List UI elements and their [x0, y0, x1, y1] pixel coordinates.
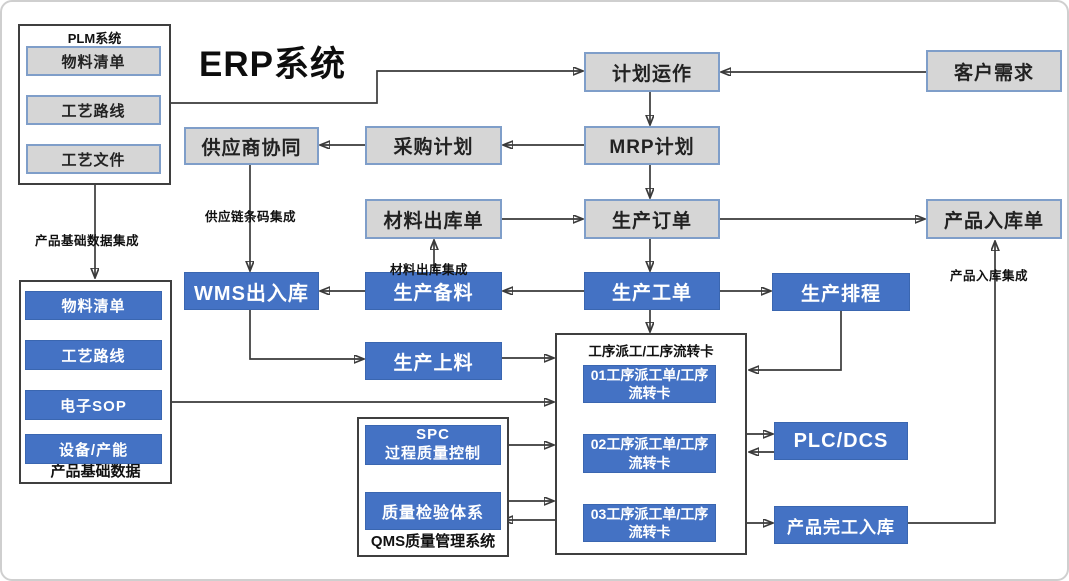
supplier-collab-box: 供应商协同	[184, 127, 319, 165]
connector-completion-to-receipt-note	[908, 242, 995, 524]
production-scheduling-box: 生产排程	[772, 273, 910, 311]
product-receipt-note-box: 产品入库单	[926, 199, 1062, 239]
product-completion-box: 产品完工入库	[774, 506, 908, 544]
production-loading-box: 生产上料	[365, 342, 502, 380]
product-receipt-integration-label: 产品入库集成	[950, 269, 1029, 283]
page-title: ERP系统	[199, 45, 346, 84]
connector-wms-to-loading	[249, 310, 363, 359]
dispatch-card-01-box: 01工序派工单/工序流转卡	[583, 365, 716, 403]
plm-bom-box: 物料清单	[26, 46, 161, 76]
plan-run-box: 计划运作	[584, 52, 720, 92]
qms-footer: QMS质量管理系统	[370, 533, 496, 550]
dispatch-title: 工序派工/工序流转卡	[588, 344, 714, 359]
connector-scheduling-to-dispatch	[750, 311, 842, 370]
quality-inspection-box: 质量检验体系	[365, 492, 501, 530]
purchase-plan-box: 采购计划	[365, 126, 502, 165]
spc-box: SPC 过程质量控制	[365, 425, 501, 465]
production-prep-box: 生产备料	[365, 272, 502, 310]
base-esop-box: 电子SOP	[25, 390, 162, 420]
plm-route-box: 工艺路线	[26, 95, 161, 125]
base-equipment-box: 设备/产能	[25, 434, 162, 464]
spc-line1: SPC	[416, 426, 450, 444]
dispatch-card-02-box: 02工序派工单/工序流转卡	[583, 434, 716, 473]
wms-box: WMS出入库	[184, 272, 319, 310]
mrp-plan-box: MRP计划	[584, 126, 720, 165]
supply-chain-barcode-integration-label: 供应链条码集成	[205, 210, 297, 224]
spc-line2: 过程质量控制	[384, 445, 481, 462]
material-issue-note-box: 材料出库单	[365, 199, 502, 239]
production-work-order-box: 生产工单	[584, 272, 720, 310]
production-order-box: 生产订单	[584, 199, 720, 239]
dispatch-card-03-box: 03工序派工单/工序流转卡	[583, 504, 716, 542]
customer-demand-box: 客户需求	[926, 50, 1062, 92]
plm-system-title: PLM系统	[67, 31, 122, 46]
base-route-box: 工艺路线	[25, 340, 162, 370]
product-base-data-integration-label: 产品基础数据集成	[35, 234, 140, 248]
base-data-footer: 产品基础数据	[50, 463, 141, 480]
plc-dcs-box: PLC/DCS	[774, 422, 908, 460]
material-issue-integration-label: 材料出库集成	[390, 263, 469, 277]
plm-doc-box: 工艺文件	[26, 144, 161, 174]
base-bom-box: 物料清单	[25, 291, 162, 320]
